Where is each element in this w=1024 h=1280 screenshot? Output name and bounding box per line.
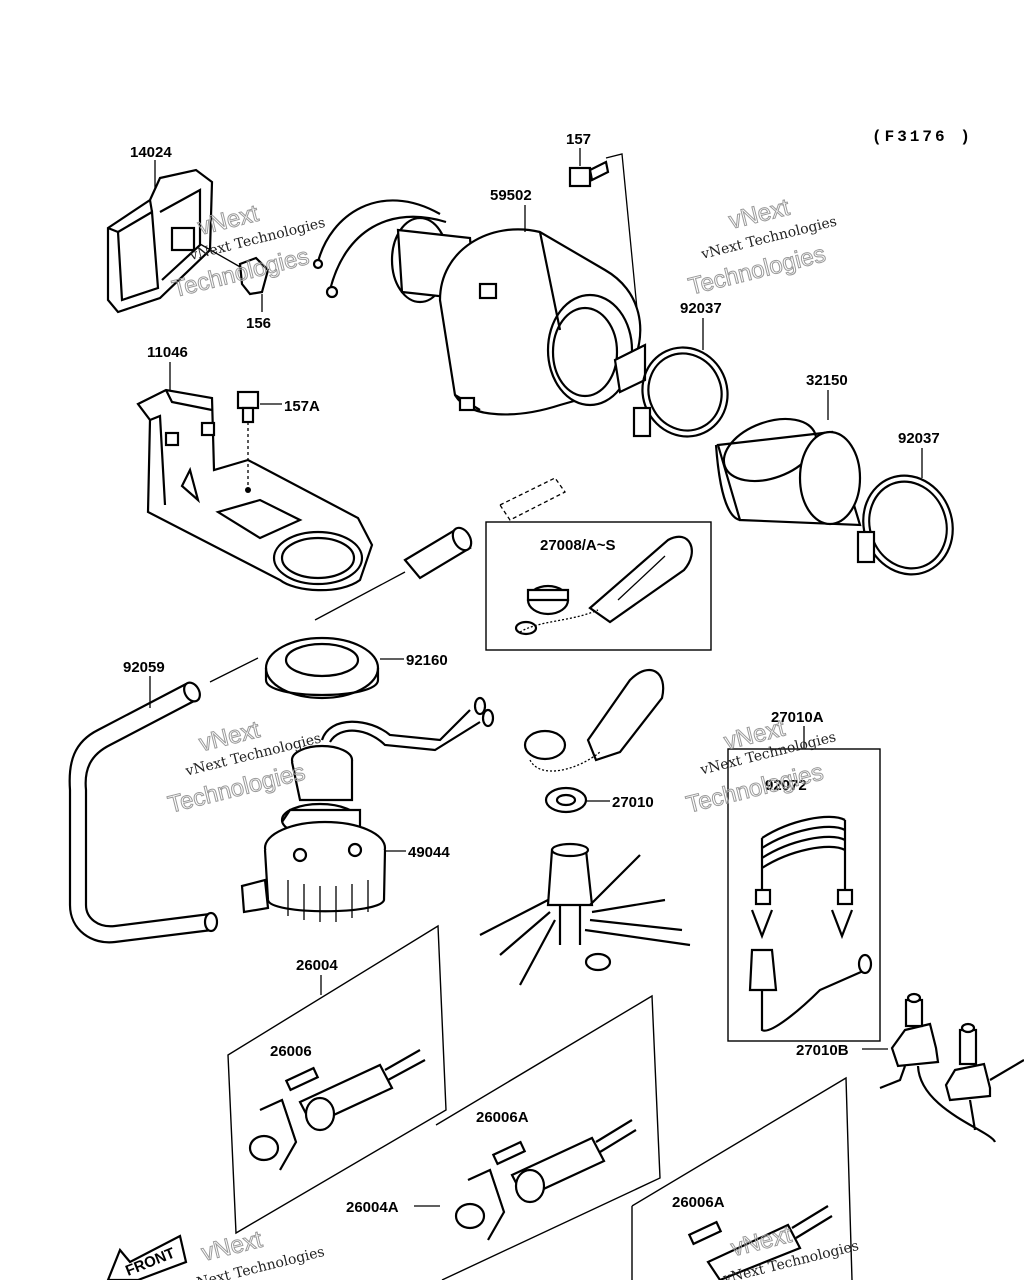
part-label-26006: 26006 <box>270 1043 312 1060</box>
part-label-26006A-2: 26006A <box>672 1194 725 1211</box>
watermark-2: vNext vNext Technologies Technologies <box>685 193 838 301</box>
coil-cord-92072-drawing <box>748 815 873 1032</box>
fuse-holder-26004-drawing <box>248 1049 426 1171</box>
part-label-32150: 32150 <box>806 372 848 389</box>
fuse-box-26004A <box>435 994 661 1280</box>
part-label-14024: 14024 <box>130 144 172 161</box>
part-label-59502: 59502 <box>490 187 532 204</box>
watermark-6: vNext vNext Technologies <box>721 1221 861 1280</box>
part-label-157: 157 <box>566 131 591 148</box>
part-label-157A: 157A <box>284 398 320 415</box>
gasket-92160-drawing <box>264 636 380 700</box>
part-label-92037-upper: 92037 <box>680 300 722 317</box>
part-label-92160: 92160 <box>406 652 448 669</box>
part-label-26006A-1: 26006A <box>476 1109 529 1126</box>
part-label-156: 156 <box>246 315 271 332</box>
bilge-pump-49044-drawing <box>240 696 495 922</box>
switch-27010B-drawing <box>879 992 1024 1143</box>
bolt-157-drawing <box>568 160 610 188</box>
blower-motor-59502-drawing <box>312 199 647 416</box>
hose-92059-drawing <box>68 681 219 944</box>
lanyard-key-27008-drawing <box>514 535 693 636</box>
part-label-27008: 27008/A~S <box>540 537 615 554</box>
fuse-holder-lower-drawing <box>687 1205 833 1280</box>
fuse-box-26006A-lower <box>631 1076 853 1280</box>
cover-14024-drawing <box>106 168 270 314</box>
part-label-92072: 92072 <box>765 777 807 794</box>
key-box-27008 <box>485 521 712 651</box>
part-label-49044: 49044 <box>408 844 450 861</box>
hose-clamp-92037-lower-drawing <box>856 474 954 576</box>
part-label-26004A: 26004A <box>346 1199 399 1216</box>
diagram-code: (F3176 ) <box>872 128 973 146</box>
part-label-27010A: 27010A <box>771 709 824 726</box>
part-label-92059: 92059 <box>123 659 165 676</box>
hose-32150-drawing <box>714 417 862 527</box>
part-label-27010: 27010 <box>612 794 654 811</box>
watermark-5: vNext vNext Technologies <box>186 1225 326 1280</box>
hose-clamp-92037-upper-drawing <box>632 346 729 438</box>
part-label-92037-lower: 92037 <box>898 430 940 447</box>
bolt-156-drawing <box>199 243 270 296</box>
stop-switch-27010-drawing <box>479 668 691 986</box>
part-label-26004: 26004 <box>296 957 338 974</box>
fuse-box-26004 <box>227 924 447 1235</box>
bracket-11046-drawing <box>136 388 374 592</box>
bolt-157A-drawing <box>236 390 260 485</box>
front-arrow: FRONT <box>106 1234 188 1280</box>
part-label-27010B: 27010B <box>796 1042 849 1059</box>
tube-fitting-drawing <box>314 477 566 621</box>
part-label-11046: 11046 <box>147 344 188 361</box>
fuse-holder-26004A-drawing <box>454 1119 637 1241</box>
